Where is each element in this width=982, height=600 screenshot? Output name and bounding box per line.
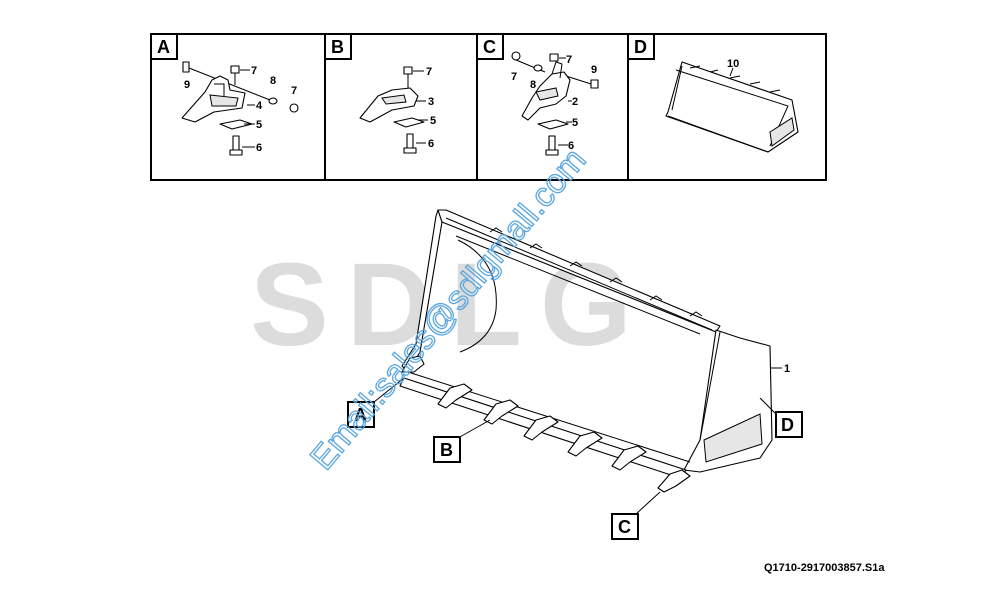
svg-text:7: 7: [251, 65, 257, 77]
svg-text:C: C: [483, 37, 496, 57]
svg-text:D: D: [634, 37, 647, 57]
detail-panels: A B C D: [150, 33, 827, 181]
svg-text:6: 6: [428, 138, 434, 150]
svg-text:5: 5: [430, 115, 436, 127]
svg-text:5: 5: [572, 117, 578, 129]
svg-text:4: 4: [256, 100, 263, 112]
svg-text:8: 8: [270, 75, 276, 87]
svg-text:6: 6: [256, 142, 262, 154]
svg-text:5: 5: [256, 119, 262, 131]
panel-d-label: D: [627, 33, 655, 60]
bucket-assembly: [399, 209, 773, 493]
panel-b-drawing: 7 3 5 6: [359, 66, 436, 154]
svg-text:9: 9: [184, 79, 190, 91]
item-number-1: 1: [784, 363, 790, 375]
svg-text:6: 6: [568, 140, 574, 152]
svg-text:2: 2: [572, 96, 578, 108]
svg-text:7: 7: [511, 71, 517, 83]
panel-a-label: A: [150, 33, 178, 60]
svg-text:3: 3: [428, 96, 434, 108]
callout-d: D: [775, 411, 803, 438]
panel-c-label: C: [476, 33, 504, 60]
svg-text:B: B: [331, 37, 344, 57]
callout-c: C: [611, 513, 639, 540]
watermark-logo: SDLG: [250, 239, 650, 371]
main-leaders: [373, 367, 782, 515]
callout-b: B: [433, 436, 461, 463]
svg-text:A: A: [354, 405, 367, 425]
callout-a: A: [347, 401, 375, 428]
panel-c-drawing: 7 7 8 9 2 5 6: [511, 51, 599, 156]
svg-text:10: 10: [727, 58, 739, 70]
bucket-teeth: [401, 355, 691, 493]
panel-d-drawing: 10: [665, 58, 799, 153]
svg-text:A: A: [157, 37, 170, 57]
svg-text:B: B: [440, 440, 453, 460]
svg-text:7: 7: [566, 54, 572, 66]
svg-text:9: 9: [591, 64, 597, 76]
svg-text:7: 7: [426, 66, 432, 78]
svg-text:8: 8: [530, 79, 536, 91]
svg-text:D: D: [781, 415, 794, 435]
panel-a-drawing: 7 9 8 7 4 5 6: [181, 61, 299, 156]
drawing-reference-code: Q1710-2917003857.S1a: [764, 562, 885, 574]
svg-text:7: 7: [291, 85, 297, 97]
svg-text:C: C: [618, 517, 631, 537]
panel-b-label: B: [324, 33, 352, 60]
